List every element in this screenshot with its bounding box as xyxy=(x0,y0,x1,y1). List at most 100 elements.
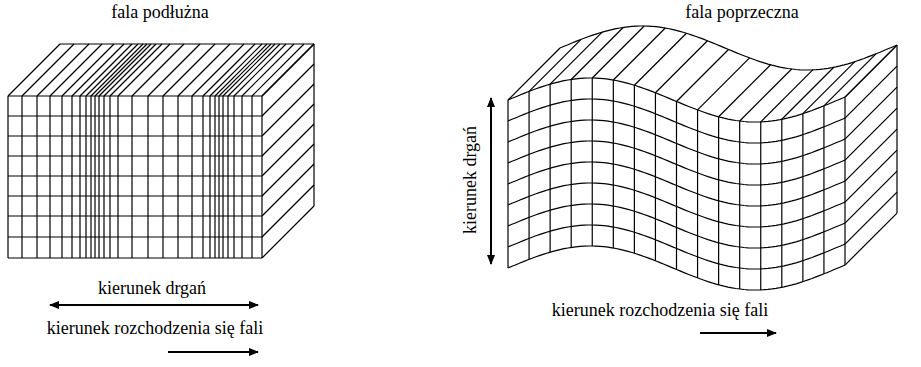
block-edge xyxy=(896,45,897,213)
grid-line xyxy=(845,192,897,244)
grid-line xyxy=(262,44,314,96)
axis-label: kierunek drgań xyxy=(98,278,206,298)
grid-line xyxy=(262,104,314,156)
grid-line xyxy=(163,44,215,96)
grid-line xyxy=(191,96,192,258)
grid-line xyxy=(8,115,262,116)
grid-line xyxy=(242,44,294,96)
grid-line xyxy=(104,44,156,96)
grid-line xyxy=(218,96,219,258)
grid-line xyxy=(8,44,60,96)
grid-line xyxy=(219,44,271,96)
grid-line xyxy=(740,69,792,121)
grid-line xyxy=(117,96,118,258)
grid-line xyxy=(677,49,729,101)
grid-line xyxy=(209,96,210,258)
grid-line xyxy=(61,96,62,258)
grid-line xyxy=(781,119,782,287)
grid-line xyxy=(845,171,897,223)
grid-line xyxy=(261,96,262,258)
grid-line xyxy=(845,129,897,181)
transverse-block xyxy=(508,26,897,290)
grid-line xyxy=(202,96,203,258)
grid-line xyxy=(8,195,262,196)
grid-line xyxy=(203,44,255,96)
grid-line xyxy=(718,117,719,285)
grid-line xyxy=(7,96,8,258)
grid-line xyxy=(739,121,740,289)
grid-line xyxy=(49,96,50,258)
grid-line xyxy=(655,41,707,93)
propagation-arrow xyxy=(700,332,776,334)
grid-line xyxy=(845,150,897,202)
grid-line xyxy=(110,44,162,96)
grid-line xyxy=(592,78,593,246)
grid-line xyxy=(21,96,22,258)
grid-line xyxy=(8,95,262,96)
grid-line xyxy=(162,96,163,258)
vibration-arrow xyxy=(490,98,492,264)
grid-line xyxy=(782,67,834,119)
grid-line xyxy=(8,175,262,176)
grid-line xyxy=(8,215,262,216)
grid-line xyxy=(262,164,314,216)
grid-line xyxy=(8,257,262,258)
axis-label: kierunek rozchodzenia się fali xyxy=(47,318,263,338)
grid-line xyxy=(508,48,560,100)
grid-line xyxy=(37,44,89,96)
grid-line xyxy=(132,44,184,96)
grid-line xyxy=(507,100,508,268)
wave-title: fala poprzeczna xyxy=(685,2,798,22)
grid-line xyxy=(845,213,897,265)
grid-line xyxy=(233,96,234,258)
grid-line xyxy=(131,96,132,258)
grid-line xyxy=(228,44,280,96)
grid-line xyxy=(262,64,314,116)
grid-line xyxy=(8,155,262,156)
grid-line xyxy=(719,65,771,117)
grid-line xyxy=(845,66,897,118)
grid-line xyxy=(262,124,314,176)
grid-line xyxy=(85,96,86,258)
grid-line xyxy=(613,80,614,248)
grid-line xyxy=(251,96,252,258)
grid-line xyxy=(148,44,200,96)
grid-line xyxy=(109,96,110,258)
grid-line xyxy=(103,96,104,258)
grid-line xyxy=(697,110,698,278)
longitudinal-block xyxy=(8,44,314,258)
grid-line xyxy=(845,108,897,160)
wave-title: fala podłużna xyxy=(111,2,208,22)
grid-line xyxy=(529,39,581,91)
axis-label: kierunek drgań xyxy=(460,126,480,234)
grid-line xyxy=(845,87,897,139)
grid-line xyxy=(214,96,215,258)
grid-line xyxy=(845,45,897,97)
grid-line xyxy=(262,144,314,196)
grid-line xyxy=(802,114,803,282)
grid-line xyxy=(227,96,228,258)
grid-line xyxy=(222,96,223,258)
grid-line xyxy=(147,96,148,258)
grid-line xyxy=(22,44,74,96)
grid-line xyxy=(8,236,262,237)
grid-line xyxy=(760,122,761,290)
grid-line xyxy=(118,44,170,96)
block-edge xyxy=(560,26,897,70)
grid-line xyxy=(634,33,686,85)
block-edge xyxy=(313,44,314,206)
grid-line xyxy=(571,27,623,79)
grid-line xyxy=(528,91,529,259)
grid-line xyxy=(241,96,242,258)
vibration-arrow xyxy=(50,304,258,306)
block-edge xyxy=(60,43,314,44)
grid-line xyxy=(676,101,677,269)
grid-line xyxy=(36,96,37,258)
grid-line xyxy=(571,79,572,247)
grid-line xyxy=(90,96,91,258)
grid-line xyxy=(655,93,656,261)
grid-line xyxy=(592,26,644,78)
grid-line xyxy=(177,96,178,258)
grid-line xyxy=(824,54,876,106)
grid-line xyxy=(550,84,551,252)
